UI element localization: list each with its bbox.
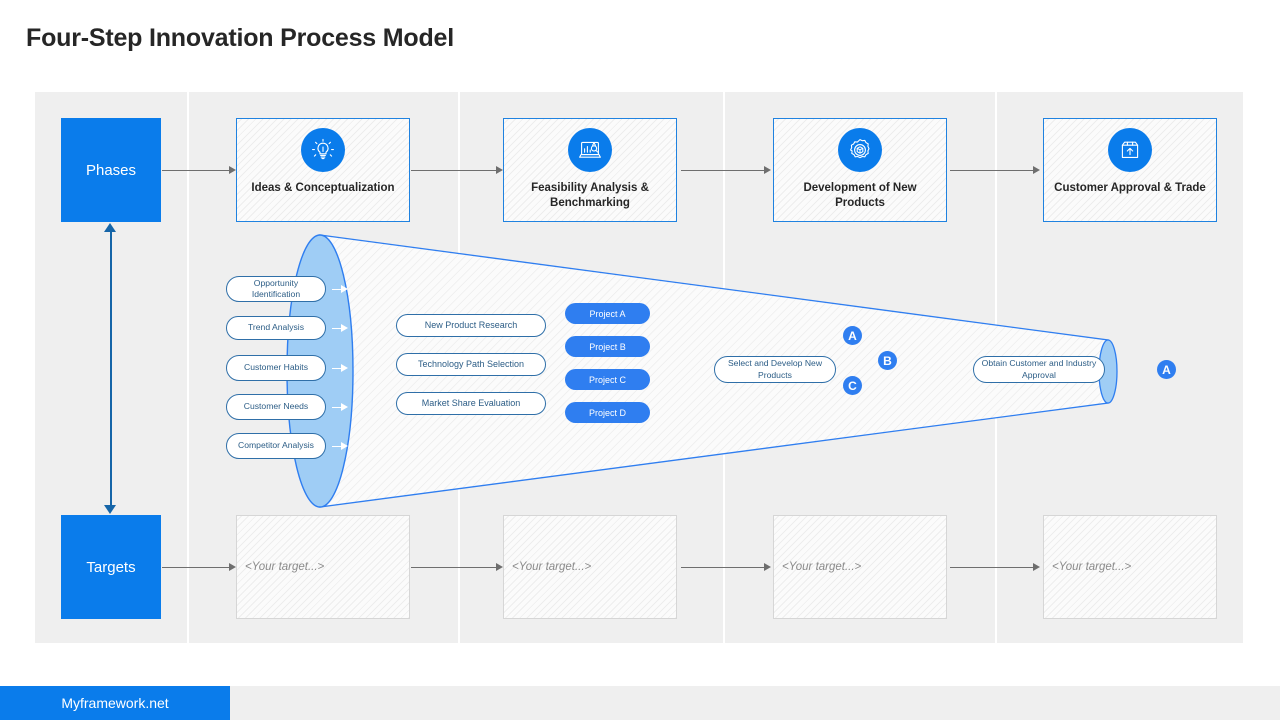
phase-card-2[interactable]: Development of New Products	[773, 118, 947, 222]
arrow-head-down	[104, 505, 116, 514]
phases-label-block[interactable]: Phases	[61, 118, 161, 222]
package-upload-icon	[1108, 128, 1152, 172]
gear-box-icon	[838, 128, 882, 172]
funnel-input-label-2: Customer Habits	[244, 362, 308, 373]
funnel-stage3-label: Select and Develop New Products	[727, 358, 823, 380]
funnel-input-pill-0[interactable]: Opportunity Identification	[226, 276, 326, 302]
phases-label-text: Phases	[85, 161, 137, 179]
funnel-outlet-badge-label: A	[1162, 362, 1171, 377]
funnel-input-pill-2[interactable]: Customer Habits	[226, 355, 326, 381]
funnel-input-pill-4[interactable]: Competitor Analysis	[226, 433, 326, 459]
funnel-stage4-pill[interactable]: Obtain Customer and Industry Approval	[973, 356, 1105, 383]
phase-arrow-1	[411, 166, 503, 175]
funnel-project-pill-0[interactable]: Project A	[565, 303, 650, 324]
funnel-outlet-badge[interactable]: A	[1157, 360, 1176, 379]
funnel-stage2-pill-0[interactable]: New Product Research	[396, 314, 546, 337]
funnel-project-label-3: Project D	[588, 407, 626, 418]
target-arrow-0	[162, 563, 236, 572]
target-placeholder-0: <Your target...>	[245, 561, 325, 573]
target-placeholder-3: <Your target...>	[1052, 561, 1132, 573]
laptop-analysis-icon	[568, 128, 612, 172]
funnel-project-pill-1[interactable]: Project B	[565, 336, 650, 357]
phase-label-3: Customer Approval & Trade	[1054, 182, 1206, 194]
footer-brand[interactable]: Myframework.net	[0, 686, 230, 720]
funnel-input-label-1: Trend Analysis	[247, 322, 305, 333]
phase-card-0[interactable]: Ideas & Conceptualization	[236, 118, 410, 222]
phase-label-2: Development of New Products	[803, 182, 917, 210]
funnel-badge-a[interactable]: A	[843, 326, 862, 345]
funnel-badge-c[interactable]: C	[843, 376, 862, 395]
lightbulb-icon	[301, 128, 345, 172]
funnel-input-label-0: Opportunity Identification	[251, 277, 301, 299]
phase-label-1: Feasibility Analysis & Benchmarking	[531, 182, 649, 210]
funnel-input-arrow-2	[332, 364, 348, 372]
targets-label-text: Targets	[86, 558, 136, 576]
target-card-3[interactable]: <Your target...>	[1043, 515, 1217, 619]
phase-arrow-2	[681, 166, 771, 175]
funnel-stage2-pill-1[interactable]: Technology Path Selection	[396, 353, 546, 376]
funnel-project-pill-2[interactable]: Project C	[565, 369, 650, 390]
arrow-shaft	[110, 230, 112, 507]
target-arrow-1	[411, 563, 503, 572]
funnel-badge-a-label: A	[848, 328, 857, 343]
target-arrow-2	[681, 563, 771, 572]
funnel-input-arrow-1	[332, 324, 348, 332]
footer-brand-label: Myframework.net	[61, 695, 169, 711]
funnel-stage2-label-1: Technology Path Selection	[417, 358, 525, 369]
target-placeholder-1: <Your target...>	[512, 561, 592, 573]
funnel-input-pill-1[interactable]: Trend Analysis	[226, 316, 326, 340]
phase-arrow-0	[162, 166, 236, 175]
funnel-input-label-4: Competitor Analysis	[238, 440, 314, 451]
funnel-input-label-3: Customer Needs	[243, 401, 309, 412]
target-card-0[interactable]: <Your target...>	[236, 515, 410, 619]
arrow-head-up	[104, 223, 116, 232]
funnel-badge-b-label: B	[883, 353, 892, 368]
funnel-input-pill-3[interactable]: Customer Needs	[226, 394, 326, 420]
target-card-1[interactable]: <Your target...>	[503, 515, 677, 619]
funnel-badge-b[interactable]: B	[878, 351, 897, 370]
diagram-canvas: Phases Targets	[35, 92, 1243, 643]
funnel-stage3-pill[interactable]: Select and Develop New Products	[714, 356, 836, 383]
column-divider-1	[187, 92, 189, 643]
funnel-stage4-label: Obtain Customer and Industry Approval	[981, 358, 1097, 380]
page-title: Four-Step Innovation Process Model	[26, 24, 454, 52]
funnel-stage2-label-0: New Product Research	[424, 319, 518, 330]
funnel-stage2-pill-2[interactable]: Market Share Evaluation	[396, 392, 546, 415]
target-card-2[interactable]: <Your target...>	[773, 515, 947, 619]
target-arrow-3	[950, 563, 1040, 572]
funnel-input-arrow-3	[332, 403, 348, 411]
funnel-project-pill-3[interactable]: Project D	[565, 402, 650, 423]
funnel-project-label-0: Project A	[589, 308, 626, 319]
funnel-project-label-1: Project B	[589, 341, 626, 352]
phase-label-0: Ideas & Conceptualization	[251, 182, 395, 194]
targets-label-block[interactable]: Targets	[61, 515, 161, 619]
funnel-badge-c-label: C	[848, 378, 857, 393]
phases-targets-link-arrow	[104, 223, 117, 514]
funnel-stage2-label-2: Market Share Evaluation	[421, 397, 521, 408]
funnel-input-arrow-0	[332, 285, 348, 293]
phase-card-1[interactable]: Feasibility Analysis & Benchmarking	[503, 118, 677, 222]
funnel-project-label-2: Project C	[588, 374, 626, 385]
phase-card-3[interactable]: Customer Approval & Trade	[1043, 118, 1217, 222]
phase-arrow-3	[950, 166, 1040, 175]
target-placeholder-2: <Your target...>	[782, 561, 862, 573]
funnel-input-arrow-4	[332, 442, 348, 450]
